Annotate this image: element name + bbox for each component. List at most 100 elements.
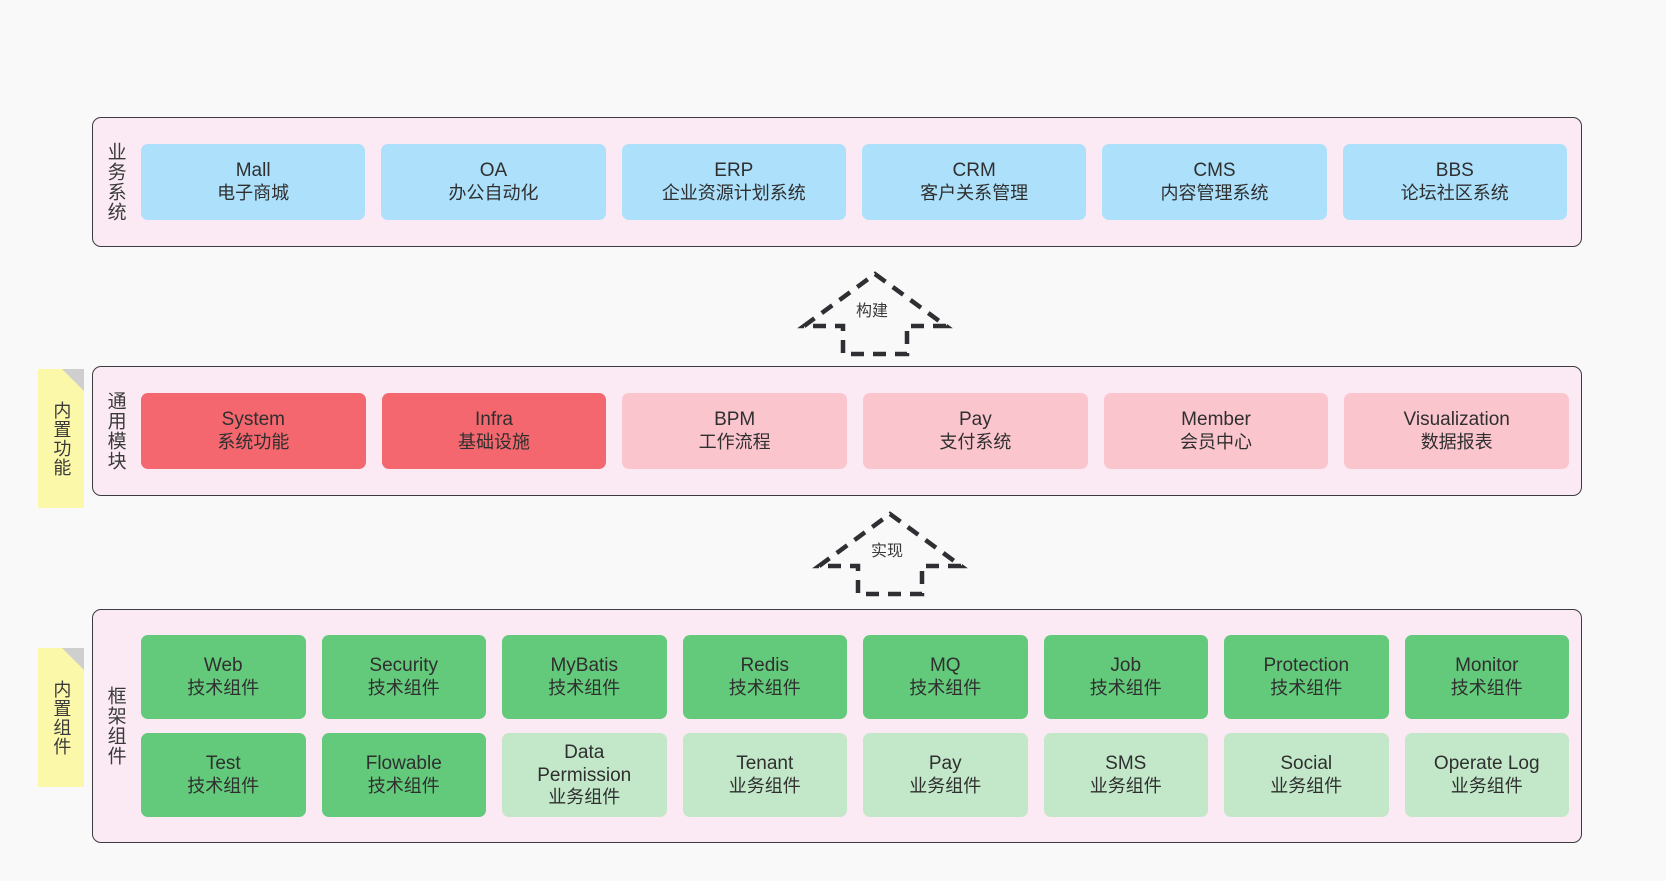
node-subtitle: 论坛社区系统 [1400, 182, 1509, 203]
node-title: Operate Log [1433, 753, 1540, 775]
node-title: SMS [1105, 753, 1147, 775]
node-mybatis[interactable]: MyBatis 技术组件 [502, 635, 667, 719]
arrow-build: 构建 [795, 268, 955, 358]
node-title: Pay [958, 409, 992, 431]
node-subtitle: 技术组件 [909, 677, 982, 698]
node-crm[interactable]: CRM 客户关系管理 [861, 144, 1087, 220]
node-security[interactable]: Security 技术组件 [321, 635, 486, 719]
node-pay-component[interactable]: Pay 业务组件 [863, 733, 1028, 817]
node-subtitle: 会员中心 [1180, 431, 1253, 452]
node-mq[interactable]: MQ 技术组件 [863, 635, 1028, 719]
node-subtitle: 技术组件 [187, 677, 260, 698]
layer-body-common-modules: System 系统功能 Infra 基础设施 BPM 工作流程 Pay 支付系统… [137, 367, 1581, 495]
node-title: MyBatis [550, 655, 619, 677]
node-system[interactable]: System 系统功能 [141, 393, 366, 469]
node-monitor[interactable]: Monitor 技术组件 [1404, 635, 1569, 719]
layer-body-business-systems: Mall 电子商城 OA 办公自动化 ERP 企业资源计划系统 CRM 客户关系… [137, 118, 1581, 246]
node-tenant[interactable]: Tenant 业务组件 [682, 733, 847, 817]
node-subtitle: 技术组件 [367, 775, 440, 796]
node-title: System [221, 409, 286, 431]
dashed-hollow-up-arrow-icon [812, 511, 968, 597]
node-cms[interactable]: CMS 内容管理系统 [1102, 144, 1327, 220]
node-title: Member [1181, 409, 1251, 431]
node-subtitle: 业务组件 [1270, 775, 1343, 796]
node-subtitle: 内容管理系统 [1160, 182, 1269, 203]
node-redis[interactable]: Redis 技术组件 [682, 635, 847, 719]
node-title: Infra [474, 409, 514, 431]
node-title: CRM [952, 160, 996, 182]
node-visualization[interactable]: Visualization 数据报表 [1344, 393, 1570, 469]
node-title: OA [479, 160, 508, 182]
sticky-note-label: 内置组件 [51, 679, 72, 756]
layer-row: Test 技术组件 Flowable 技术组件 Data Permission … [141, 733, 1569, 817]
node-sms[interactable]: SMS 业务组件 [1043, 733, 1208, 817]
node-title: Redis [740, 655, 790, 677]
node-social[interactable]: Social 业务组件 [1224, 733, 1389, 817]
node-title: BBS [1435, 160, 1474, 182]
node-pay-module[interactable]: Pay 支付系统 [863, 393, 1088, 469]
node-title: Mall [235, 160, 271, 182]
arrow-implement: 实现 [810, 508, 970, 598]
node-subtitle: 办公自动化 [448, 182, 539, 203]
layer-row: Web 技术组件 Security 技术组件 MyBatis 技术组件 Redi… [141, 635, 1569, 719]
node-subtitle: 技术组件 [1089, 677, 1162, 698]
node-title: ERP [714, 160, 754, 182]
node-title: Flowable [365, 753, 442, 775]
layer-body-framework-components: Web 技术组件 Security 技术组件 MyBatis 技术组件 Redi… [137, 610, 1581, 842]
node-subtitle: 电子商城 [217, 182, 290, 203]
node-mall[interactable]: Mall 电子商城 [141, 144, 366, 220]
node-title: Pay [928, 753, 962, 775]
node-subtitle: 支付系统 [939, 431, 1012, 452]
node-infra[interactable]: Infra 基础设施 [381, 393, 607, 469]
node-title: Tenant [736, 753, 794, 775]
node-title: Visualization [1403, 409, 1510, 431]
layer-title-framework-components: 框架组件 [104, 686, 126, 766]
node-subtitle: 技术组件 [728, 677, 801, 698]
node-title: Data [564, 741, 605, 763]
node-subtitle: 技术组件 [1270, 677, 1343, 698]
node-bpm[interactable]: BPM 工作流程 [622, 393, 848, 469]
node-operate-log[interactable]: Operate Log 业务组件 [1404, 733, 1569, 817]
node-subtitle: 技术组件 [187, 775, 260, 796]
node-title: MQ [929, 655, 961, 677]
node-subtitle: 业务组件 [548, 787, 621, 808]
node-subtitle: 客户关系管理 [920, 182, 1029, 203]
node-title: Protection [1263, 655, 1350, 677]
node-erp[interactable]: ERP 企业资源计划系统 [621, 144, 846, 220]
sticky-note-built-in-functions: 内置功能 [38, 369, 84, 508]
node-subtitle: 系统功能 [217, 431, 290, 452]
node-title: Monitor [1455, 655, 1519, 677]
node-flowable[interactable]: Flowable 技术组件 [321, 733, 486, 817]
node-protection[interactable]: Protection 技术组件 [1224, 635, 1389, 719]
node-title: Social [1280, 753, 1333, 775]
layer-common-modules: 通用模块 System 系统功能 Infra 基础设施 BPM 工作流程 Pay… [92, 366, 1582, 496]
node-bbs[interactable]: BBS 论坛社区系统 [1342, 144, 1567, 220]
dashed-hollow-up-arrow-icon [797, 271, 953, 357]
node-title: Security [369, 655, 439, 677]
node-subtitle: 工作流程 [698, 431, 771, 452]
node-title: BPM [714, 409, 756, 431]
node-job[interactable]: Job 技术组件 [1043, 635, 1208, 719]
arrow-label: 实现 [868, 537, 907, 561]
node-subtitle: 基础设施 [458, 431, 530, 452]
sticky-note-label: 内置功能 [51, 400, 72, 477]
node-title: Job [1110, 655, 1142, 677]
node-subtitle: 数据报表 [1420, 431, 1493, 452]
node-subtitle: 技术组件 [367, 677, 440, 698]
node-subtitle: 技术组件 [1450, 677, 1523, 698]
node-oa[interactable]: OA 办公自动化 [381, 144, 606, 220]
sticky-note-built-in-components: 内置组件 [38, 648, 84, 787]
node-member[interactable]: Member 会员中心 [1103, 393, 1329, 469]
node-test[interactable]: Test 技术组件 [141, 733, 306, 817]
node-subtitle: 业务组件 [1450, 775, 1523, 796]
node-web[interactable]: Web 技术组件 [141, 635, 306, 719]
node-title-line2: Permission [537, 765, 632, 787]
node-data-permission[interactable]: Data Permission 业务组件 [502, 733, 667, 817]
node-title: CMS [1193, 160, 1236, 182]
node-title: Web [203, 655, 243, 677]
layer-business-systems: 业务系统 Mall 电子商城 OA 办公自动化 ERP 企业资源计划系统 CRM… [92, 117, 1582, 247]
layer-title-business-systems: 业务系统 [104, 142, 126, 222]
node-subtitle: 企业资源计划系统 [661, 182, 806, 203]
arrow-label: 构建 [853, 297, 892, 321]
